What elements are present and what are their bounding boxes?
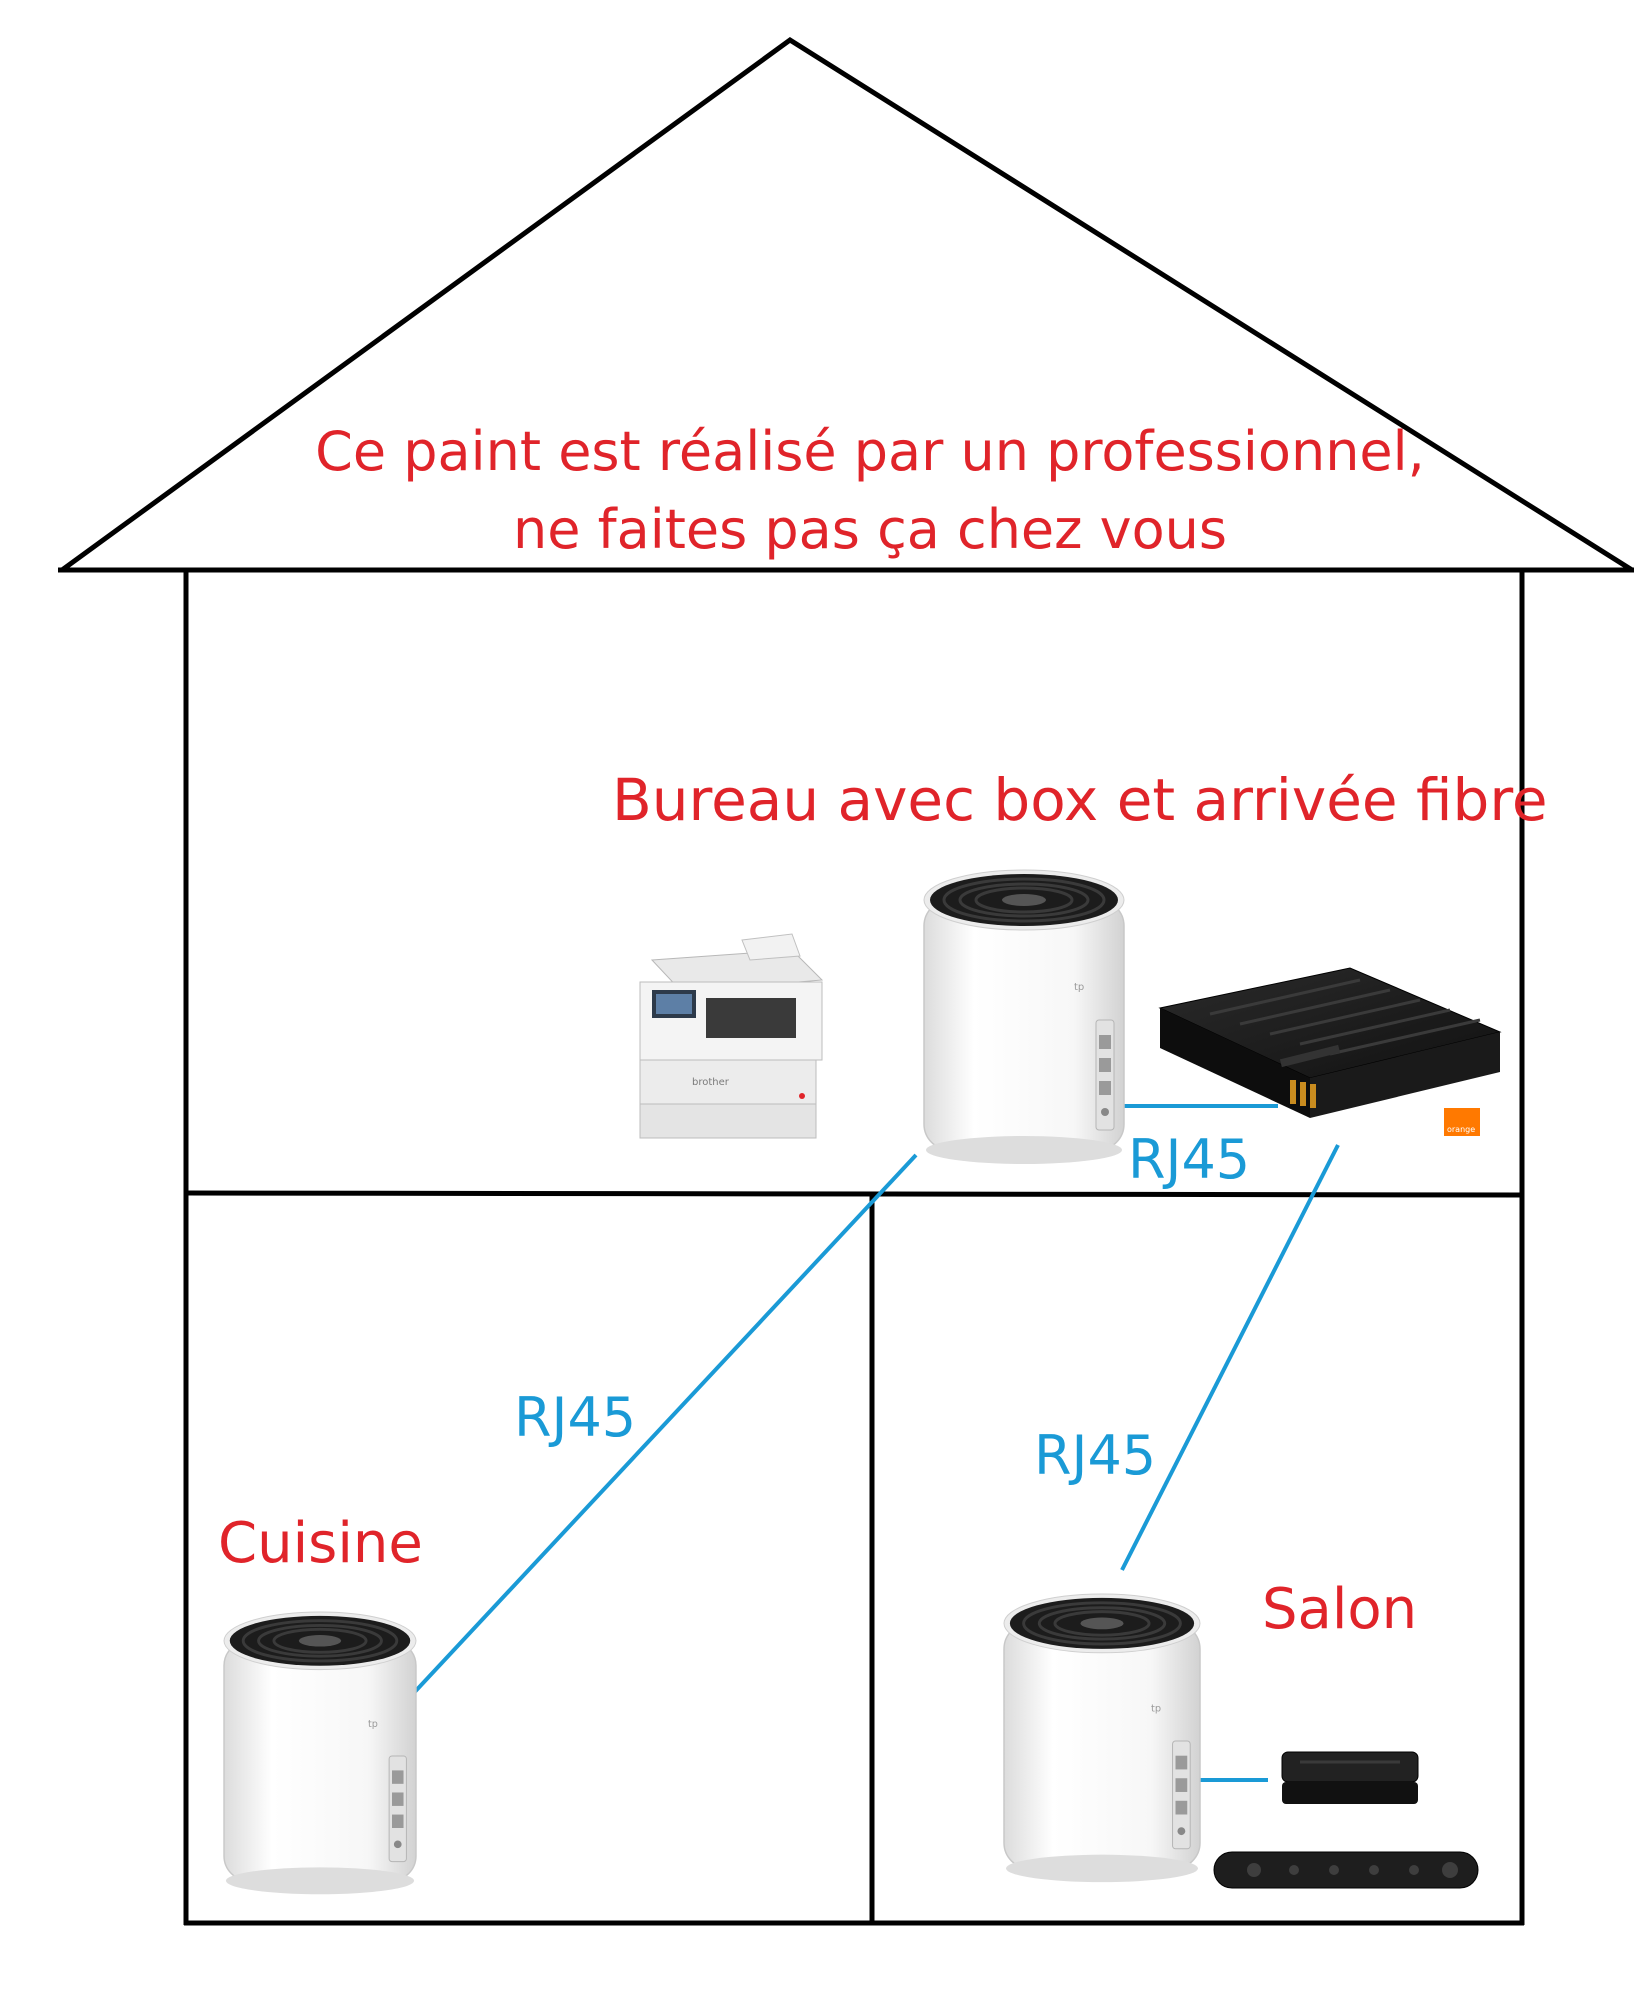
floor-divider: [185, 1190, 1523, 1198]
tv-remote-icon: [1213, 1851, 1479, 1889]
livebox-router: [1158, 967, 1502, 1118]
roof-text-line1: Ce paint est réalisé par un professionne…: [315, 420, 1425, 483]
cable-kitchen: [408, 1153, 918, 1699]
mesh-router-living: [1002, 1592, 1202, 1884]
cable-living: [1120, 1144, 1340, 1571]
house-outline: [58, 36, 1634, 1926]
cable-label-office: RJ45: [1128, 1128, 1250, 1191]
orange-logo: orange: [1444, 1108, 1480, 1136]
cable-label-kitchen: RJ45: [514, 1386, 636, 1449]
tv-decoder-icon: [1281, 1751, 1419, 1804]
roof-outline: [60, 36, 1634, 573]
printer-icon: brother: [639, 933, 824, 1139]
printer-brand-text: brother: [692, 1077, 730, 1088]
room-label-office: Bureau avec box et arrivée fibre: [612, 766, 1548, 834]
room-label-kitchen: Cuisine: [218, 1511, 423, 1576]
cable-label-living: RJ45: [1034, 1424, 1156, 1487]
mesh-router-kitchen: [222, 1610, 418, 1896]
mesh-router-office: [922, 868, 1126, 1166]
roof-text-line2: ne faites pas ça chez vous: [513, 498, 1227, 561]
room-label-living: Salon: [1262, 1577, 1417, 1642]
orange-logo-text: orange: [1447, 1125, 1475, 1134]
